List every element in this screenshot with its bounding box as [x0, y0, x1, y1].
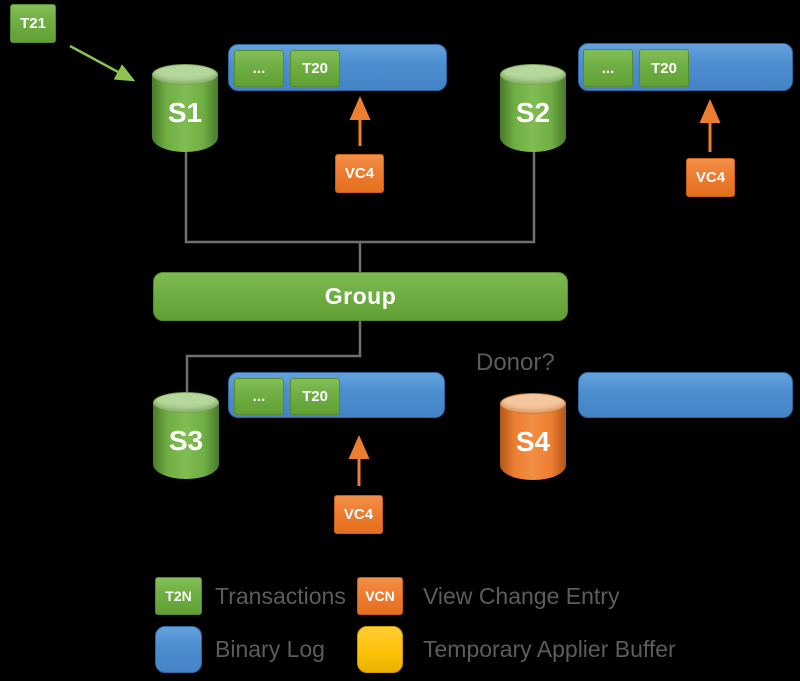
arrow-t21-to-s1: [69, 44, 136, 82]
server-cylinder-s4: S4: [500, 393, 566, 480]
legend-binary-log-swatch: [155, 626, 202, 673]
binary-log-s1: ... T20: [228, 44, 447, 91]
legend-applier-buffer-swatch: [357, 626, 403, 673]
binlog-entry-older: ...: [234, 378, 284, 415]
server-label-s1: S1: [167, 97, 203, 128]
cylinder-body: [153, 402, 219, 479]
cylinder-top: [152, 64, 218, 85]
binary-log-s3: ... T20: [228, 372, 445, 418]
view-change-box-s3: VC4: [334, 495, 383, 534]
transaction-box-t21: T21: [10, 4, 56, 43]
cylinder-body: [152, 74, 218, 152]
legend-view-change-label: View Change Entry: [423, 582, 620, 609]
connector-s1-to-group: [184, 150, 362, 272]
server-label-s3: S3: [168, 425, 204, 456]
binary-log-s2: ... T20: [578, 43, 793, 91]
server-cylinder-s2: S2: [500, 64, 566, 152]
cylinder-body: [500, 74, 566, 152]
cylinder-top: [153, 392, 219, 413]
legend-transaction-swatch: T2N: [155, 577, 202, 615]
cylinder-body: [500, 403, 566, 480]
legend-binary-log-label: Binary Log: [215, 636, 325, 662]
binlog-entry-t20: T20: [639, 49, 689, 87]
server-cylinder-s1: S1: [152, 64, 218, 152]
legend-view-change-swatch: VCN: [357, 577, 403, 615]
cylinder-top: [500, 64, 566, 85]
binlog-entry-t20: T20: [290, 50, 340, 87]
binary-log-s4-empty: [578, 372, 793, 418]
legend-transactions-label: Transactions: [215, 582, 346, 609]
view-change-box-s1: VC4: [335, 154, 384, 193]
view-change-box-s2: VC4: [686, 158, 735, 197]
cylinder-top: [500, 393, 566, 414]
server-cylinder-s3: S3: [153, 392, 219, 479]
binlog-entry-older: ...: [583, 49, 633, 87]
donor-label: Donor?: [476, 349, 555, 376]
group-box: Group: [153, 272, 568, 321]
connector-s2-to-group: [360, 150, 536, 244]
server-label-s2: S2: [515, 97, 551, 128]
binlog-entry-t20: T20: [290, 378, 340, 415]
group-label: Group: [324, 283, 397, 309]
binlog-entry-older: ...: [234, 50, 284, 87]
server-label-s4: S4: [515, 426, 551, 457]
legend-applier-buffer-label: Temporary Applier Buffer: [423, 636, 676, 662]
